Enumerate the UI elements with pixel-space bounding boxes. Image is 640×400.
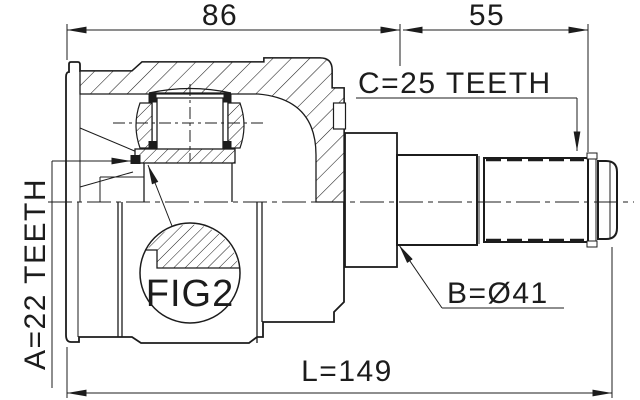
fig2-detail: FIG2: [139, 164, 241, 324]
spline-count-a-label: A=22 TEETH: [19, 178, 52, 370]
dim-86-label: 86: [202, 0, 238, 32]
housing-face-rib: [332, 102, 347, 130]
callout-spline-a: A=22 TEETH: [19, 157, 131, 388]
dim-55-label: 55: [469, 0, 505, 32]
spline-section: [483, 157, 589, 243]
needle-seal-br: [223, 141, 232, 149]
needle-seal-tr: [223, 94, 232, 103]
fig2-groove-profile: [145, 249, 240, 269]
b-leader-arrow: [398, 244, 443, 309]
diameter-b-label: B=Ø41: [447, 277, 549, 310]
tripod-bearing: [113, 84, 266, 202]
roller-right-section: [227, 102, 245, 149]
needle-seal-tl: [148, 94, 157, 103]
shaft-neck: [396, 154, 478, 246]
callout-diameter-b: B=Ø41: [398, 244, 564, 310]
dimension-length: L=149: [66, 247, 613, 398]
housing-section-hatch: [79, 57, 345, 203]
fig2-detail-label: FIG2: [146, 273, 234, 315]
mouth-taper-upper: [79, 127, 138, 153]
mouth-taper-lower: [79, 171, 134, 188]
roller-left-section: [135, 102, 153, 149]
snap-ring-bottom: [586, 240, 598, 248]
dimension-55: 55: [403, 0, 589, 152]
needle-seal-bl: [148, 141, 157, 149]
output-shaft: [344, 132, 618, 268]
fig2-leader-arrow: [147, 164, 173, 227]
snap-ring-top: [586, 152, 598, 160]
shaft-boss: [344, 132, 398, 268]
dimension-86: 86: [66, 0, 401, 66]
callout-spline-c: C=25 TEETH: [356, 67, 581, 151]
length-dimension-label: L=149: [301, 355, 393, 388]
shaft-end-cap: [597, 160, 618, 240]
spider-hub-section: [134, 148, 236, 164]
circlip-section: [130, 155, 141, 164]
spline-count-c-label: C=25 TEETH: [358, 67, 552, 100]
